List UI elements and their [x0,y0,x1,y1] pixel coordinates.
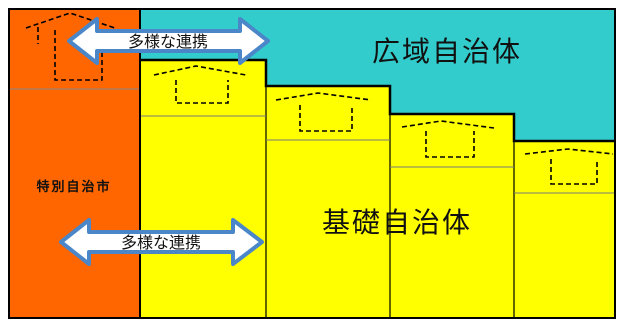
step-baselines [140,115,615,194]
basic-municipality-label: 基礎自治体 [322,206,472,239]
step-1 [140,60,266,318]
arrow-top-label: 多様な連携 [128,32,208,51]
step-2 [266,86,390,318]
house-icon [401,120,495,158]
staircase-dividers [265,86,515,318]
house-icon [25,12,116,81]
house-icon [153,65,247,104]
double-arrow-top [67,17,270,65]
basic-municipality-area [140,58,615,318]
regional-government-label: 広域自治体 [372,35,522,68]
diagram-frame [8,8,616,319]
staircase-outline [140,58,615,143]
double-arrow-bottom [59,218,264,266]
step-4 [514,141,615,318]
special-city-area [9,9,140,318]
special-city-label: 特別自治市 [36,179,111,195]
house-icon [275,92,372,132]
house-icon [524,148,614,185]
arrow-bottom-label: 多様な連携 [121,233,201,252]
step-3 [390,114,514,318]
